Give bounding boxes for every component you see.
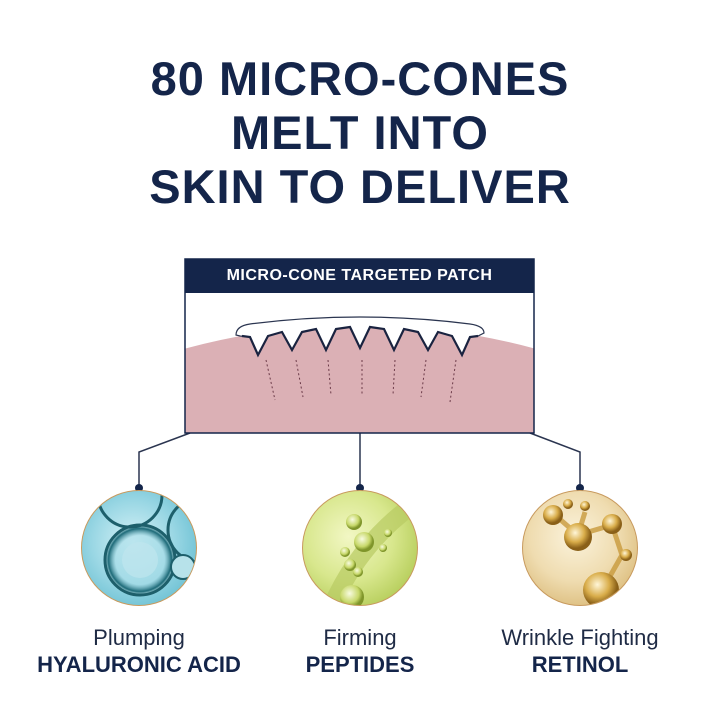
ingredient-hyaluronic-acid: Plumping HYALURONIC ACID: [19, 625, 259, 679]
ingredient-name: PEPTIDES: [305, 652, 415, 677]
green-oil-bubbles-image: [302, 490, 418, 606]
gold-molecule-image: [522, 490, 638, 606]
ingredient-peptides: Firming PEPTIDES: [240, 625, 480, 679]
ingredient-benefit: Firming: [323, 625, 397, 650]
ingredient-benefit: Plumping: [93, 625, 185, 650]
headline-line-1: 80 MICRO-CONES: [150, 52, 570, 105]
ingredient-name: HYALURONIC ACID: [37, 652, 241, 677]
blue-bubbles-image: [81, 490, 197, 606]
connector-dots: [135, 484, 584, 492]
ingredient-name: RETINOL: [531, 652, 629, 677]
ingredient-retinol: Wrinkle Fighting RETINOL: [460, 625, 700, 679]
ingredient-benefit: Wrinkle Fighting: [501, 625, 659, 650]
patch-title-bar: [185, 259, 534, 293]
headline: 80 MICRO-CONES MELT INTO SKIN TO DELIVER: [0, 52, 720, 214]
headline-line-2: MELT INTO: [231, 106, 489, 159]
headline-line-3: SKIN TO DELIVER: [149, 160, 571, 213]
patch-title: MICRO-CONE TARGETED PATCH: [226, 267, 493, 284]
connector-lines: [138, 432, 581, 487]
